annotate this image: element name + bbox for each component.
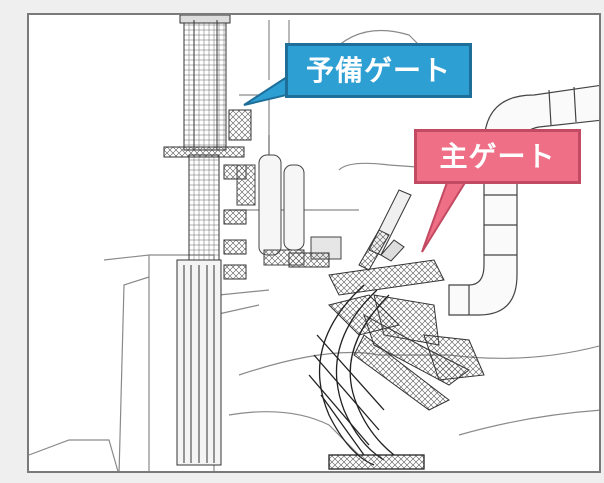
main-gate-callout: 主ゲート <box>414 129 581 184</box>
spare-gate-callout: 予備ゲート <box>285 43 472 98</box>
structure-illustration <box>29 15 599 471</box>
main-gate-pointer <box>421 175 468 253</box>
spare-gate-tower <box>163 15 252 466</box>
main-gate-skin-plate <box>308 284 425 470</box>
main-gate-structure <box>288 189 485 411</box>
discharge-pipe <box>448 84 599 316</box>
hoist-assembly <box>236 135 342 266</box>
main-gate-label: 主ゲート <box>439 139 556 173</box>
spare-gate-label: 予備ゲート <box>305 53 451 87</box>
